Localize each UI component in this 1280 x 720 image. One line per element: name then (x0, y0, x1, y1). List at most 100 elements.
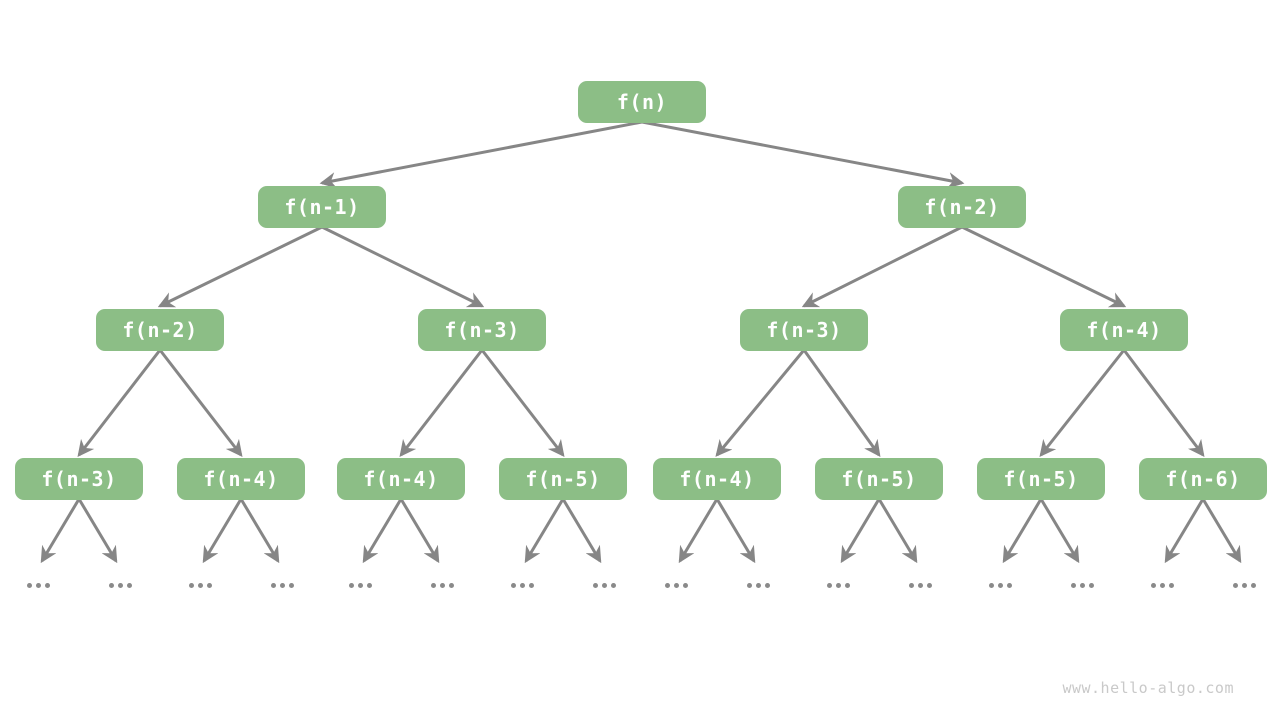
tree-node-label: f(n-6) (1165, 467, 1241, 491)
ellipsis-dot-icon (288, 582, 294, 588)
edge-arrow (840, 498, 881, 564)
ellipsis-dots (26, 582, 50, 588)
edge-arrow (801, 225, 963, 308)
ellipsis-dots (908, 582, 932, 588)
ellipsis-dot-icon (197, 582, 203, 588)
tree-node-label: f(n-5) (525, 467, 601, 491)
edge-arrow (239, 498, 280, 564)
ellipsis-dot-icon (188, 582, 194, 588)
ellipsis-dots (430, 582, 454, 588)
tree-node-label: f(n-2) (924, 195, 1000, 219)
tree-node-label: f(n-1) (284, 195, 360, 219)
edge-arrow (524, 498, 565, 564)
ellipsis-dot-icon (1232, 582, 1238, 588)
edge-arrow (1002, 498, 1043, 564)
tree-node: f(n-5) (815, 458, 943, 500)
ellipsis-dots (664, 582, 688, 588)
edge-arrow (77, 349, 162, 457)
edge-arrow (77, 498, 118, 564)
edge-arrow (480, 349, 565, 457)
tree-node-label: f(n-4) (1086, 318, 1162, 342)
ellipsis-dot-icon (279, 582, 285, 588)
tree-node: f(n-3) (418, 309, 546, 351)
ellipsis-dot-icon (1150, 582, 1156, 588)
ellipsis-dot-icon (1241, 582, 1247, 588)
tree-node-label: f(n-5) (1003, 467, 1079, 491)
tree-node-label: f(n-3) (766, 318, 842, 342)
edge-arrow (561, 498, 602, 564)
tree-node: f(n-4) (653, 458, 781, 500)
ellipsis-dot-icon (664, 582, 670, 588)
ellipsis-dot-icon (1159, 582, 1165, 588)
ellipsis-dot-icon (601, 582, 607, 588)
ellipsis-dot-icon (988, 582, 994, 588)
edge-arrow (1164, 498, 1205, 564)
edge-arrow (715, 349, 806, 457)
ellipsis-dot-icon (1006, 582, 1012, 588)
tree-node: f(n-3) (740, 309, 868, 351)
ellipsis-dot-icon (610, 582, 616, 588)
ellipsis-dot-icon (746, 582, 752, 588)
ellipsis-dots (510, 582, 534, 588)
tree-node: f(n-2) (898, 186, 1026, 228)
ellipsis-dot-icon (206, 582, 212, 588)
ellipsis-dot-icon (926, 582, 932, 588)
ellipsis-dot-icon (997, 582, 1003, 588)
tree-node-label: f(n-4) (203, 467, 279, 491)
ellipsis-dots (1070, 582, 1094, 588)
ellipsis-dot-icon (917, 582, 923, 588)
edge-arrow (877, 498, 918, 564)
tree-node: f(n-5) (977, 458, 1105, 500)
ellipsis-dot-icon (35, 582, 41, 588)
ellipsis-dot-icon (357, 582, 363, 588)
edge-arrow (1039, 498, 1080, 564)
tree-node: f(n-5) (499, 458, 627, 500)
edge-arrow (802, 349, 881, 458)
ellipsis-dot-icon (430, 582, 436, 588)
edge-arrow (399, 498, 440, 564)
ellipsis-dot-icon (108, 582, 114, 588)
ellipsis-dot-icon (764, 582, 770, 588)
edge-arrow (678, 498, 719, 564)
ellipsis-dot-icon (126, 582, 132, 588)
edge-arrow (158, 349, 243, 457)
ellipsis-dots (348, 582, 372, 588)
edge-arrow (715, 498, 756, 564)
ellipsis-dots (988, 582, 1012, 588)
tree-node-label: f(n-2) (122, 318, 198, 342)
tree-node: f(n-4) (1060, 309, 1188, 351)
edge-arrow (1039, 349, 1126, 457)
ellipsis-dot-icon (908, 582, 914, 588)
edge-arrow (40, 498, 81, 564)
ellipsis-dot-icon (439, 582, 445, 588)
tree-node: f(n-3) (15, 458, 143, 500)
edge-arrow (202, 498, 243, 564)
ellipsis-dot-icon (1250, 582, 1256, 588)
tree-node: f(n) (578, 81, 706, 123)
ellipsis-dots (108, 582, 132, 588)
ellipsis-dot-icon (117, 582, 123, 588)
ellipsis-dot-icon (1168, 582, 1174, 588)
watermark: www.hello-algo.com (1062, 679, 1234, 697)
ellipsis-dots (826, 582, 850, 588)
ellipsis-dot-icon (673, 582, 679, 588)
edge-arrow (319, 120, 643, 189)
ellipsis-dot-icon (826, 582, 832, 588)
ellipsis-dot-icon (44, 582, 50, 588)
ellipsis-dot-icon (1088, 582, 1094, 588)
edge-arrow (362, 498, 403, 564)
ellipsis-dot-icon (366, 582, 372, 588)
ellipsis-dot-icon (835, 582, 841, 588)
edge-arrow (641, 120, 965, 189)
ellipsis-dot-icon (348, 582, 354, 588)
tree-node-label: f(n) (616, 90, 668, 114)
edge-arrow (399, 349, 484, 457)
tree-node-label: f(n-4) (363, 467, 439, 491)
tree-node-label: f(n-3) (444, 318, 520, 342)
ellipsis-dot-icon (682, 582, 688, 588)
edge-arrow (961, 225, 1127, 308)
tree-node: f(n-4) (337, 458, 465, 500)
ellipsis-dots (746, 582, 770, 588)
